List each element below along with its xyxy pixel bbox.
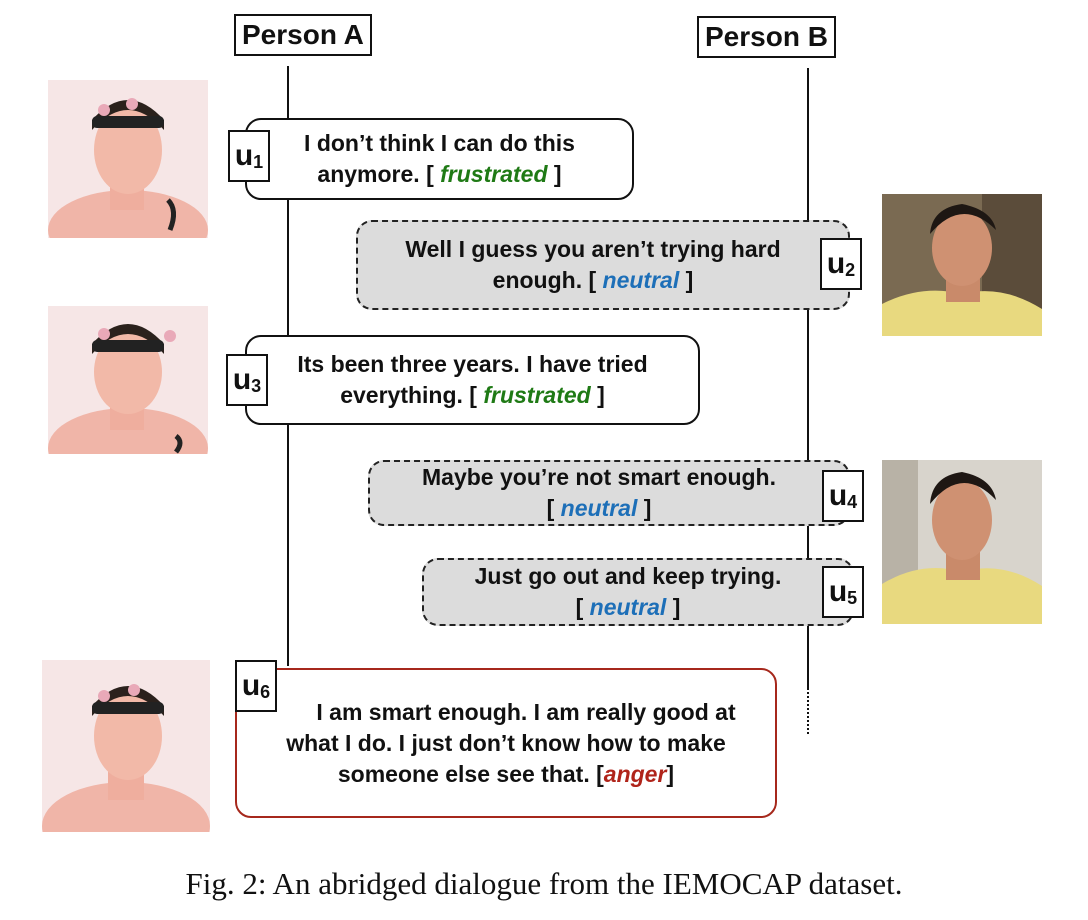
person-b-lifeline xyxy=(807,68,809,688)
utterance-u2-bubble: Well I guess you aren’t trying hard enou… xyxy=(356,220,850,310)
utterance-u4-line1: Maybe you’re not smart enough. xyxy=(422,464,776,490)
utterance-u6-line2: what I do. I just don’t know how to make xyxy=(286,729,726,756)
emotion-label: neutral xyxy=(560,495,638,521)
utterance-u4-bubble: Maybe you’re not smart enough. [ neutral… xyxy=(368,460,850,526)
utterance-u5-bubble: Just go out and keep trying. [ neutral ] xyxy=(422,558,854,626)
emotion-label: neutral xyxy=(589,594,667,620)
utterance-u6-line1: I am smart enough. I am really good at xyxy=(316,698,736,725)
utterance-u1-line1: I don’t think I can do this xyxy=(304,130,575,156)
utterance-u5-line1: Just go out and keep trying. xyxy=(474,563,782,589)
person-b-lifeline-continuation xyxy=(807,688,809,734)
person-b-label: Person B xyxy=(697,16,836,58)
utterance-u2-line1: Well I guess you aren’t trying hard xyxy=(405,236,781,262)
emotion-label: frustrated xyxy=(440,161,548,187)
utterance-u3-line2: everything. [ frustrated ] xyxy=(340,382,605,408)
utterance-u6-bubble: I am smart enough. I am really good at w… xyxy=(235,668,777,818)
person-a-face-image-3 xyxy=(42,660,210,832)
person-a-label: Person A xyxy=(234,14,372,56)
emotion-label: frustrated xyxy=(483,382,591,408)
person-a-face-image-1 xyxy=(48,80,208,238)
utterance-u5-line2: [ neutral ] xyxy=(575,594,681,620)
emotion-label: neutral xyxy=(602,267,680,293)
person-a-face-image-2 xyxy=(48,306,208,454)
emotion-label: anger xyxy=(603,760,667,787)
utterance-u1-line2: anymore. [ frustrated ] xyxy=(317,161,562,187)
utterance-u4-line2: [ neutral ] xyxy=(546,495,652,521)
person-b-face-image-1 xyxy=(882,194,1042,336)
figure-caption: Fig. 2: An abridged dialogue from the IE… xyxy=(185,866,903,901)
utterance-u3-bubble: Its been three years. I have tried every… xyxy=(245,335,700,425)
utterance-u3-line1: Its been three years. I have tried xyxy=(297,351,648,377)
person-b-face-image-2 xyxy=(882,460,1042,624)
utterance-u6-line3: someone else see that. [anger] xyxy=(337,760,675,787)
utterance-u2-line2: enough. [ neutral ] xyxy=(492,267,694,293)
utterance-u1-bubble: I don’t think I can do this anymore. [ f… xyxy=(245,118,634,200)
